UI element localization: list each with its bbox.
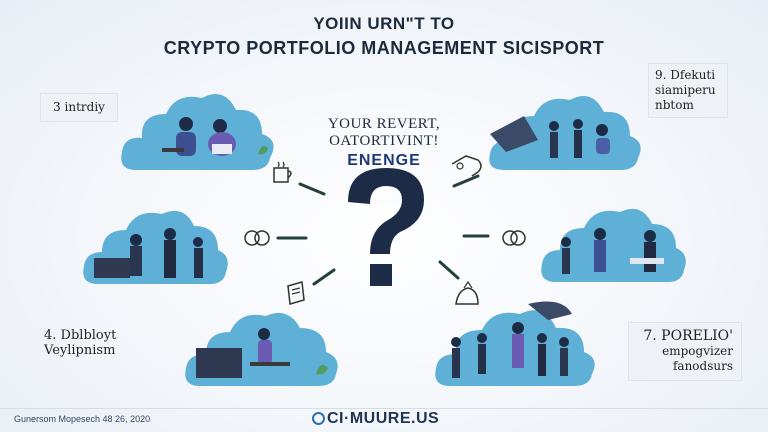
center-line-2: OATORTIVINT! [329, 133, 439, 149]
label-bottom-right-line-3: fanodsurs [672, 359, 733, 373]
figure-person-sitting-2 [596, 124, 610, 154]
figure-person-sitting [162, 117, 196, 156]
label-bottom-left-line-1: 4. Dblbloyt [44, 328, 117, 343]
brand-logo-icon [312, 412, 325, 425]
figure-person-standing-1 [549, 121, 559, 158]
connector-bottom-left [312, 268, 336, 286]
label-bottom-right-line-1: 7. PORELIO' [643, 328, 733, 344]
figure-crowd [451, 322, 569, 378]
connector-top-left [298, 182, 326, 196]
label-top-right-line-1: 9. Dfekuti [655, 68, 716, 82]
figure-person-laptop [208, 119, 236, 156]
center-line-1: YOUR REVERT, [327, 116, 441, 132]
label-bottom-right: 7. PORELIO' empogvizer fanodsurs [628, 322, 742, 381]
figure-person-at-desk [250, 328, 290, 366]
handshake-icon [451, 155, 482, 177]
page-title-line-1: YOIIN URN"T TO [313, 14, 455, 33]
footer-divider [0, 408, 768, 409]
figure-team-desk [561, 228, 664, 274]
label-top-right-line-2: siamiperu [655, 83, 716, 97]
page-title-line-2: CRYPTO PORTFOLIO MANAGEMENT SICISPORT [163, 38, 605, 58]
connector-top-right [452, 174, 480, 188]
footer-brand[interactable]: CI·MUURE.US [312, 410, 439, 428]
cloud-bottom-left [182, 300, 342, 392]
connector-bottom-right [438, 260, 460, 280]
center-line-3: ENENGE [347, 152, 421, 169]
bag-icon [455, 280, 479, 305]
label-top-right-line-3: nbtom [655, 98, 694, 112]
label-top-right: 9. Dfekuti siamiperu nbtom [648, 63, 728, 118]
label-bottom-left: 4. Dblbloyt Veylipnism [36, 322, 132, 364]
label-bottom-right-line-2: empogvizer [662, 344, 733, 358]
cloud-top-left [118, 82, 278, 178]
label-top-left-text: 3 intrdiy [53, 100, 105, 114]
footer-brand-text: CI·MUURE.US [327, 410, 440, 427]
footer-caption: Gunersom Mopesech 48 26, 2020 [14, 414, 151, 424]
coins-icon [244, 230, 270, 246]
cloud-middle-left [80, 200, 230, 290]
document-icon [287, 281, 305, 305]
cloud-top-right [484, 82, 644, 178]
figure-person-standing-2 [573, 119, 583, 158]
gear-icon [502, 230, 526, 246]
cloud-middle-right [538, 198, 688, 288]
cloud-bottom-right [430, 298, 600, 392]
figure-people-group [130, 228, 203, 278]
label-top-left: 3 intrdiy [40, 93, 118, 122]
label-bottom-left-line-2: Veylipnism [44, 343, 116, 358]
question-mark-icon [348, 168, 424, 286]
coffee-cup-icon [273, 161, 292, 183]
